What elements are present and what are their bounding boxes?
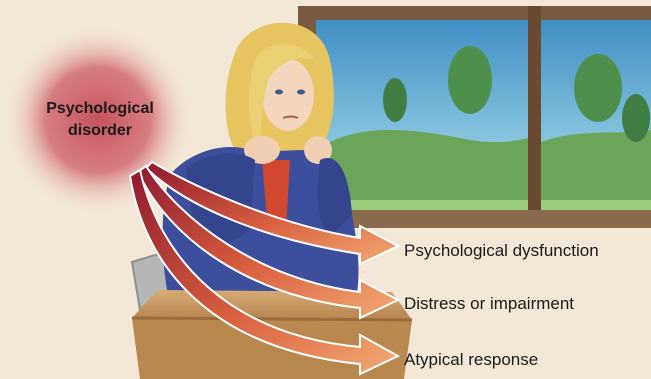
- criterion-label-distress: Distress or impairment: [404, 294, 574, 314]
- criterion-label-atypical: Atypical response: [404, 350, 538, 370]
- criterion-label-dysfunction: Psychological dysfunction: [404, 241, 599, 261]
- psychological-disorder-label: Psychological disorder: [25, 98, 175, 142]
- center-label-line2: disorder: [25, 120, 175, 142]
- center-label-line1: Psychological: [25, 98, 175, 120]
- window: [298, 6, 651, 228]
